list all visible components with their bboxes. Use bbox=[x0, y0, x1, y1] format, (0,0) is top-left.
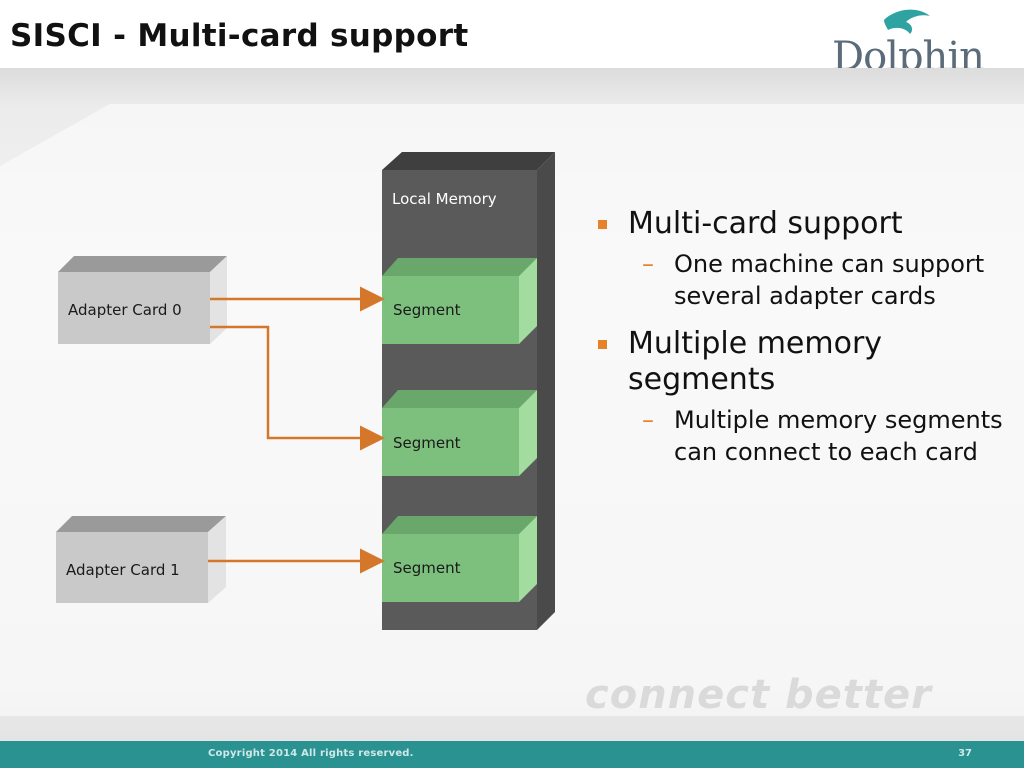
segment-label: Segment bbox=[393, 434, 461, 452]
adapter-card-label: Adapter Card 1 bbox=[66, 561, 180, 579]
bullet-list: Multi-card support – One machine can sup… bbox=[598, 206, 1018, 482]
connector-arrow bbox=[210, 325, 385, 451]
segment-1: Segment bbox=[382, 390, 537, 476]
segment-label: Segment bbox=[393, 301, 461, 319]
bullet-text: Multi-card support bbox=[628, 206, 903, 241]
slide-title: SISCI - Multi-card support bbox=[10, 18, 469, 54]
sub-bullet-item: – Multiple memory segments can connect t… bbox=[598, 404, 1018, 468]
sub-bullet-text: Multiple memory segments can connect to … bbox=[674, 406, 1003, 466]
dash-bullet-icon: – bbox=[642, 406, 654, 434]
bullet-item: Multi-card support bbox=[598, 206, 1018, 242]
adapter-card-label: Adapter Card 0 bbox=[68, 301, 182, 319]
segment-0: Segment bbox=[382, 258, 537, 344]
copyright-text: Copyright 2014 All rights reserved. bbox=[208, 748, 414, 759]
bullet-text: Multiple memory segments bbox=[628, 326, 883, 397]
dash-bullet-icon: – bbox=[642, 250, 654, 278]
adapter-card-0: Adapter Card 0 bbox=[58, 256, 227, 344]
square-bullet-icon bbox=[598, 220, 607, 229]
segment-2: Segment bbox=[382, 516, 537, 602]
local-memory-label: Local Memory bbox=[392, 190, 497, 208]
segment-label: Segment bbox=[393, 559, 461, 577]
sub-bullet-item: – One machine can support several adapte… bbox=[598, 248, 1018, 312]
memory-diagram: Local Memory Segment Segment Segment Ada… bbox=[56, 152, 555, 630]
page-number: 37 bbox=[958, 748, 972, 759]
watermark-text: connect better bbox=[585, 672, 932, 718]
adapter-card-1: Adapter Card 1 bbox=[56, 516, 226, 603]
sub-bullet-text: One machine can support several adapter … bbox=[674, 250, 985, 310]
square-bullet-icon bbox=[598, 340, 607, 349]
footer-bar: Copyright 2014 All rights reserved. 37 bbox=[0, 741, 1024, 768]
bullet-item: Multiple memory segments bbox=[598, 326, 1018, 398]
